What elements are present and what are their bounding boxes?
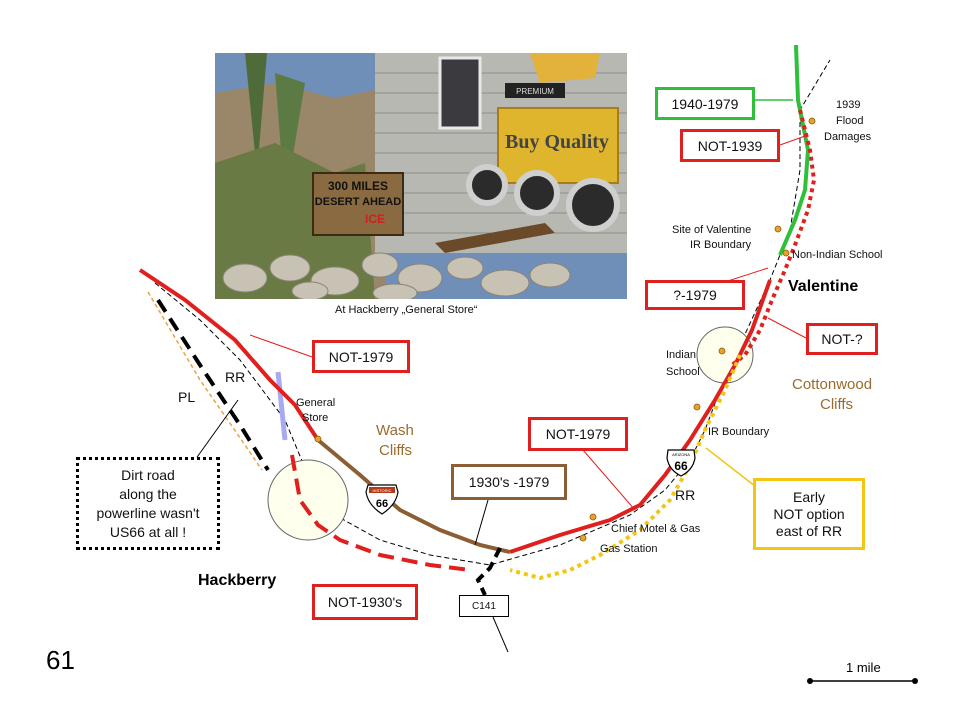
poster-text: Buy Quality [505,131,609,153]
route-red-dotted [730,109,817,367]
box-c141: C141 [459,595,509,617]
shield-top-text: HISTORIC [372,488,391,493]
early-line2: NOT option [773,505,845,522]
general-store-line2: Store [302,412,328,424]
route-brown [316,438,511,554]
indian-school-area [696,326,754,384]
box-not-q: NOT-? [806,323,878,355]
pl-label: PL [178,389,195,405]
map-markers [314,117,816,542]
sign-line3: ICE [365,212,385,226]
route66-shield-icon: HISTORIC 66 [365,484,399,515]
photo-illustration: PREMIUM Buy Quality 300 MILES DESERT AHE… [215,53,627,299]
dirt-line1: Dirt road [121,466,175,483]
dirt-line4: US66 at all ! [109,523,187,540]
railroad-line [154,59,831,566]
powerline-line [147,291,263,471]
route66-shield-right-icon: ARIZONA 66 [666,449,696,477]
route-yellow-dotted [509,354,742,581]
scale-label: 1 mile [846,660,881,675]
fence-segment [275,371,288,441]
chief-motel-label: Chief Motel & Gas [611,523,701,535]
photo-caption: At Hackberry „General Store“ [335,304,478,316]
route-green [778,44,811,256]
premium-text: PREMIUM [516,87,554,96]
site-valentine-line2: IR Boundary [690,239,752,251]
c141-road [475,547,502,596]
early-line3: east of RR [775,522,843,539]
hackberry-area [267,459,349,541]
box-dirt-road-note: Dirt road along the powerline wasn't US6… [76,457,220,550]
dirt-line2: along the [119,485,177,502]
c141-road-thin [489,609,509,653]
box-not-1939: NOT-1939 [680,129,780,162]
box-not-1979-mid: NOT-1979 [528,417,628,451]
site-valentine-line1: Site of Valentine [672,224,751,236]
gas-station-label: Gas Station [600,543,657,555]
indian-school-line1: Indian [666,349,696,361]
box-not-1930s: NOT-1930's [312,584,418,620]
leader-dirt [194,399,239,461]
box-early-not-option: Early NOT option east of RR [753,478,865,550]
indian-school-line2: School [666,366,700,378]
page-number: 61 [46,645,75,675]
hackberry-label: Hackberry [198,572,276,589]
dirt-line3: powerline wasn't [96,504,200,521]
route-red-solid-east [509,279,772,554]
box-1940-1979: 1940-1979 [655,87,755,120]
box-q-1979: ?-1979 [645,280,745,310]
wash-cliffs-line1: Wash [376,422,414,439]
box-1930s-1979: 1930's -1979 [451,464,567,500]
scale-bar [807,678,918,684]
flood-label-line2: Flood [836,115,864,127]
valentine-label: Valentine [788,278,858,295]
leader-brown [474,499,489,546]
box-not-1979-left: NOT-1979 [312,340,410,373]
shield-number-text: 66 [376,498,388,510]
shield-right-number-text: 66 [674,459,688,473]
early-line1: Early [793,488,825,505]
cottonwood-label-line2: Cliffs [820,396,853,413]
flood-label-line1: 1939 [836,99,860,111]
leader-yellow [705,447,761,491]
shield-right-top-text: ARIZONA [672,452,690,457]
cottonwood-label-line1: Cottonwood [792,376,872,393]
route-red-solid [138,268,320,442]
wash-cliffs-line2: Cliffs [379,442,412,459]
rr-left-label: RR [225,369,245,385]
flood-label-line3: Damages [824,131,872,143]
rr-right-label: RR [675,487,695,503]
non-indian-school-label: Non-Indian School [792,249,883,261]
general-store-line1: General [296,397,335,409]
sign-line1: 300 MILES [328,179,388,193]
general-store-photo: PREMIUM Buy Quality 300 MILES DESERT AHE… [215,53,627,299]
route-red-dashed [290,454,471,572]
sign-line2: DESERT AHEAD [315,196,401,208]
dirt-road-line [156,298,270,472]
ir-boundary-label: IR Boundary [708,426,770,438]
